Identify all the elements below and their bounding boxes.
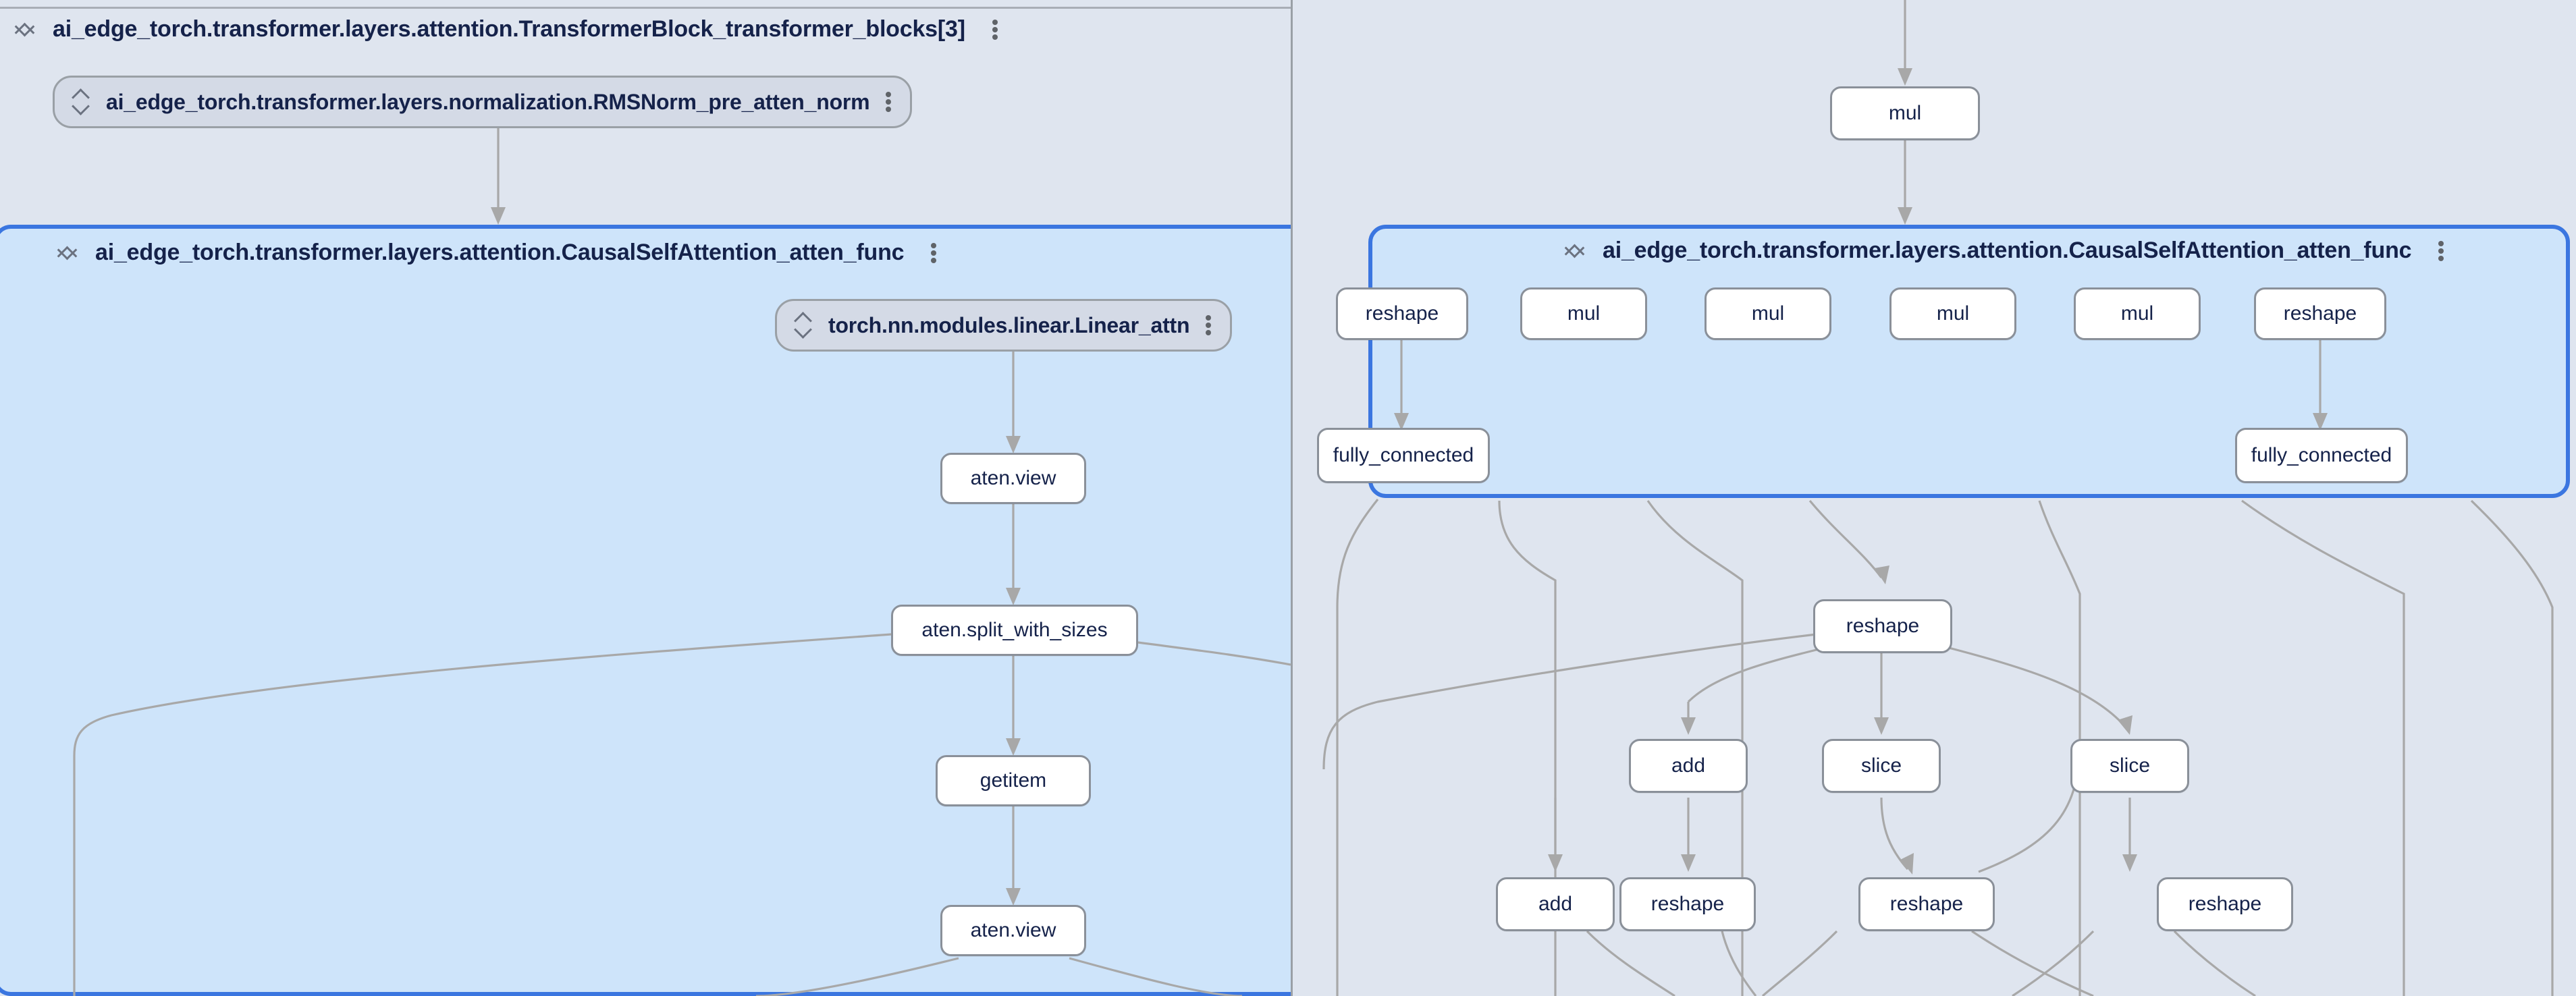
right-graph-panel[interactable]: mul ai_edge_torch.transformer.layers.att… bbox=[1297, 0, 2576, 996]
collapse-chevrons-icon[interactable] bbox=[15, 18, 35, 41]
linear-attn-module-pill[interactable]: torch.nn.modules.linear.Linear_attn bbox=[775, 299, 1233, 352]
expand-chevrons-icon[interactable] bbox=[72, 89, 90, 115]
expand-chevrons-icon[interactable] bbox=[795, 312, 812, 338]
left-block-header[interactable]: ai_edge_torch.transformer.layers.attenti… bbox=[15, 16, 999, 43]
op-node[interactable]: slice bbox=[1822, 739, 1941, 793]
op-node[interactable]: reshape bbox=[1619, 877, 1756, 931]
right-panel-edges bbox=[1322, 0, 2554, 996]
right-selected-region-title: ai_edge_torch.transformer.layers.attenti… bbox=[1603, 238, 2412, 263]
op-node[interactable]: reshape bbox=[2157, 877, 2293, 931]
op-node[interactable]: getitem bbox=[936, 755, 1091, 806]
op-node[interactable]: reshape bbox=[1858, 877, 1995, 931]
op-node[interactable]: fully_connected bbox=[1317, 428, 1490, 483]
left-selected-region-header[interactable]: ai_edge_torch.transformer.layers.attenti… bbox=[57, 240, 938, 266]
op-node[interactable]: add bbox=[1496, 877, 1615, 931]
left-block-title: ai_edge_torch.transformer.layers.attenti… bbox=[53, 16, 965, 42]
op-node[interactable]: mul bbox=[1830, 86, 1980, 140]
kebab-menu-icon[interactable] bbox=[1206, 314, 1212, 337]
op-node[interactable]: mul bbox=[2074, 287, 2201, 340]
collapse-chevrons-icon[interactable] bbox=[57, 242, 78, 265]
op-node[interactable]: reshape bbox=[2254, 287, 2386, 340]
right-selected-region-header[interactable]: ai_edge_torch.transformer.layers.attenti… bbox=[1565, 238, 2445, 264]
op-node[interactable]: mul bbox=[1889, 287, 2016, 340]
left-graph-panel[interactable]: ai_edge_torch.transformer.layers.attenti… bbox=[0, 0, 1291, 996]
linear-attn-module-label: torch.nn.modules.linear.Linear_attn bbox=[828, 312, 1190, 337]
left-selected-region-title: ai_edge_torch.transformer.layers.attenti… bbox=[95, 240, 905, 265]
op-node[interactable]: mul bbox=[1705, 287, 1831, 340]
op-node[interactable]: aten.split_with_sizes bbox=[891, 605, 1138, 656]
op-node[interactable]: reshape bbox=[1813, 599, 1952, 653]
rmsnorm-module-label: ai_edge_torch.transformer.layers.normali… bbox=[106, 89, 870, 114]
op-node[interactable]: aten.view bbox=[940, 905, 1086, 956]
op-node[interactable]: slice bbox=[2070, 739, 2189, 793]
kebab-menu-icon[interactable] bbox=[992, 18, 999, 41]
op-node[interactable]: reshape bbox=[1336, 287, 1468, 340]
rmsnorm-module-pill[interactable]: ai_edge_torch.transformer.layers.normali… bbox=[53, 76, 913, 128]
panel-top-divider bbox=[0, 7, 1291, 9]
op-node[interactable]: fully_connected bbox=[2235, 428, 2408, 483]
op-node[interactable]: mul bbox=[1520, 287, 1647, 340]
kebab-menu-icon[interactable] bbox=[886, 90, 892, 113]
collapse-chevrons-icon[interactable] bbox=[1565, 240, 1585, 262]
op-node[interactable]: aten.view bbox=[940, 453, 1086, 504]
kebab-menu-icon[interactable] bbox=[2438, 240, 2445, 262]
kebab-menu-icon[interactable] bbox=[931, 242, 938, 265]
op-node[interactable]: add bbox=[1629, 739, 1748, 793]
